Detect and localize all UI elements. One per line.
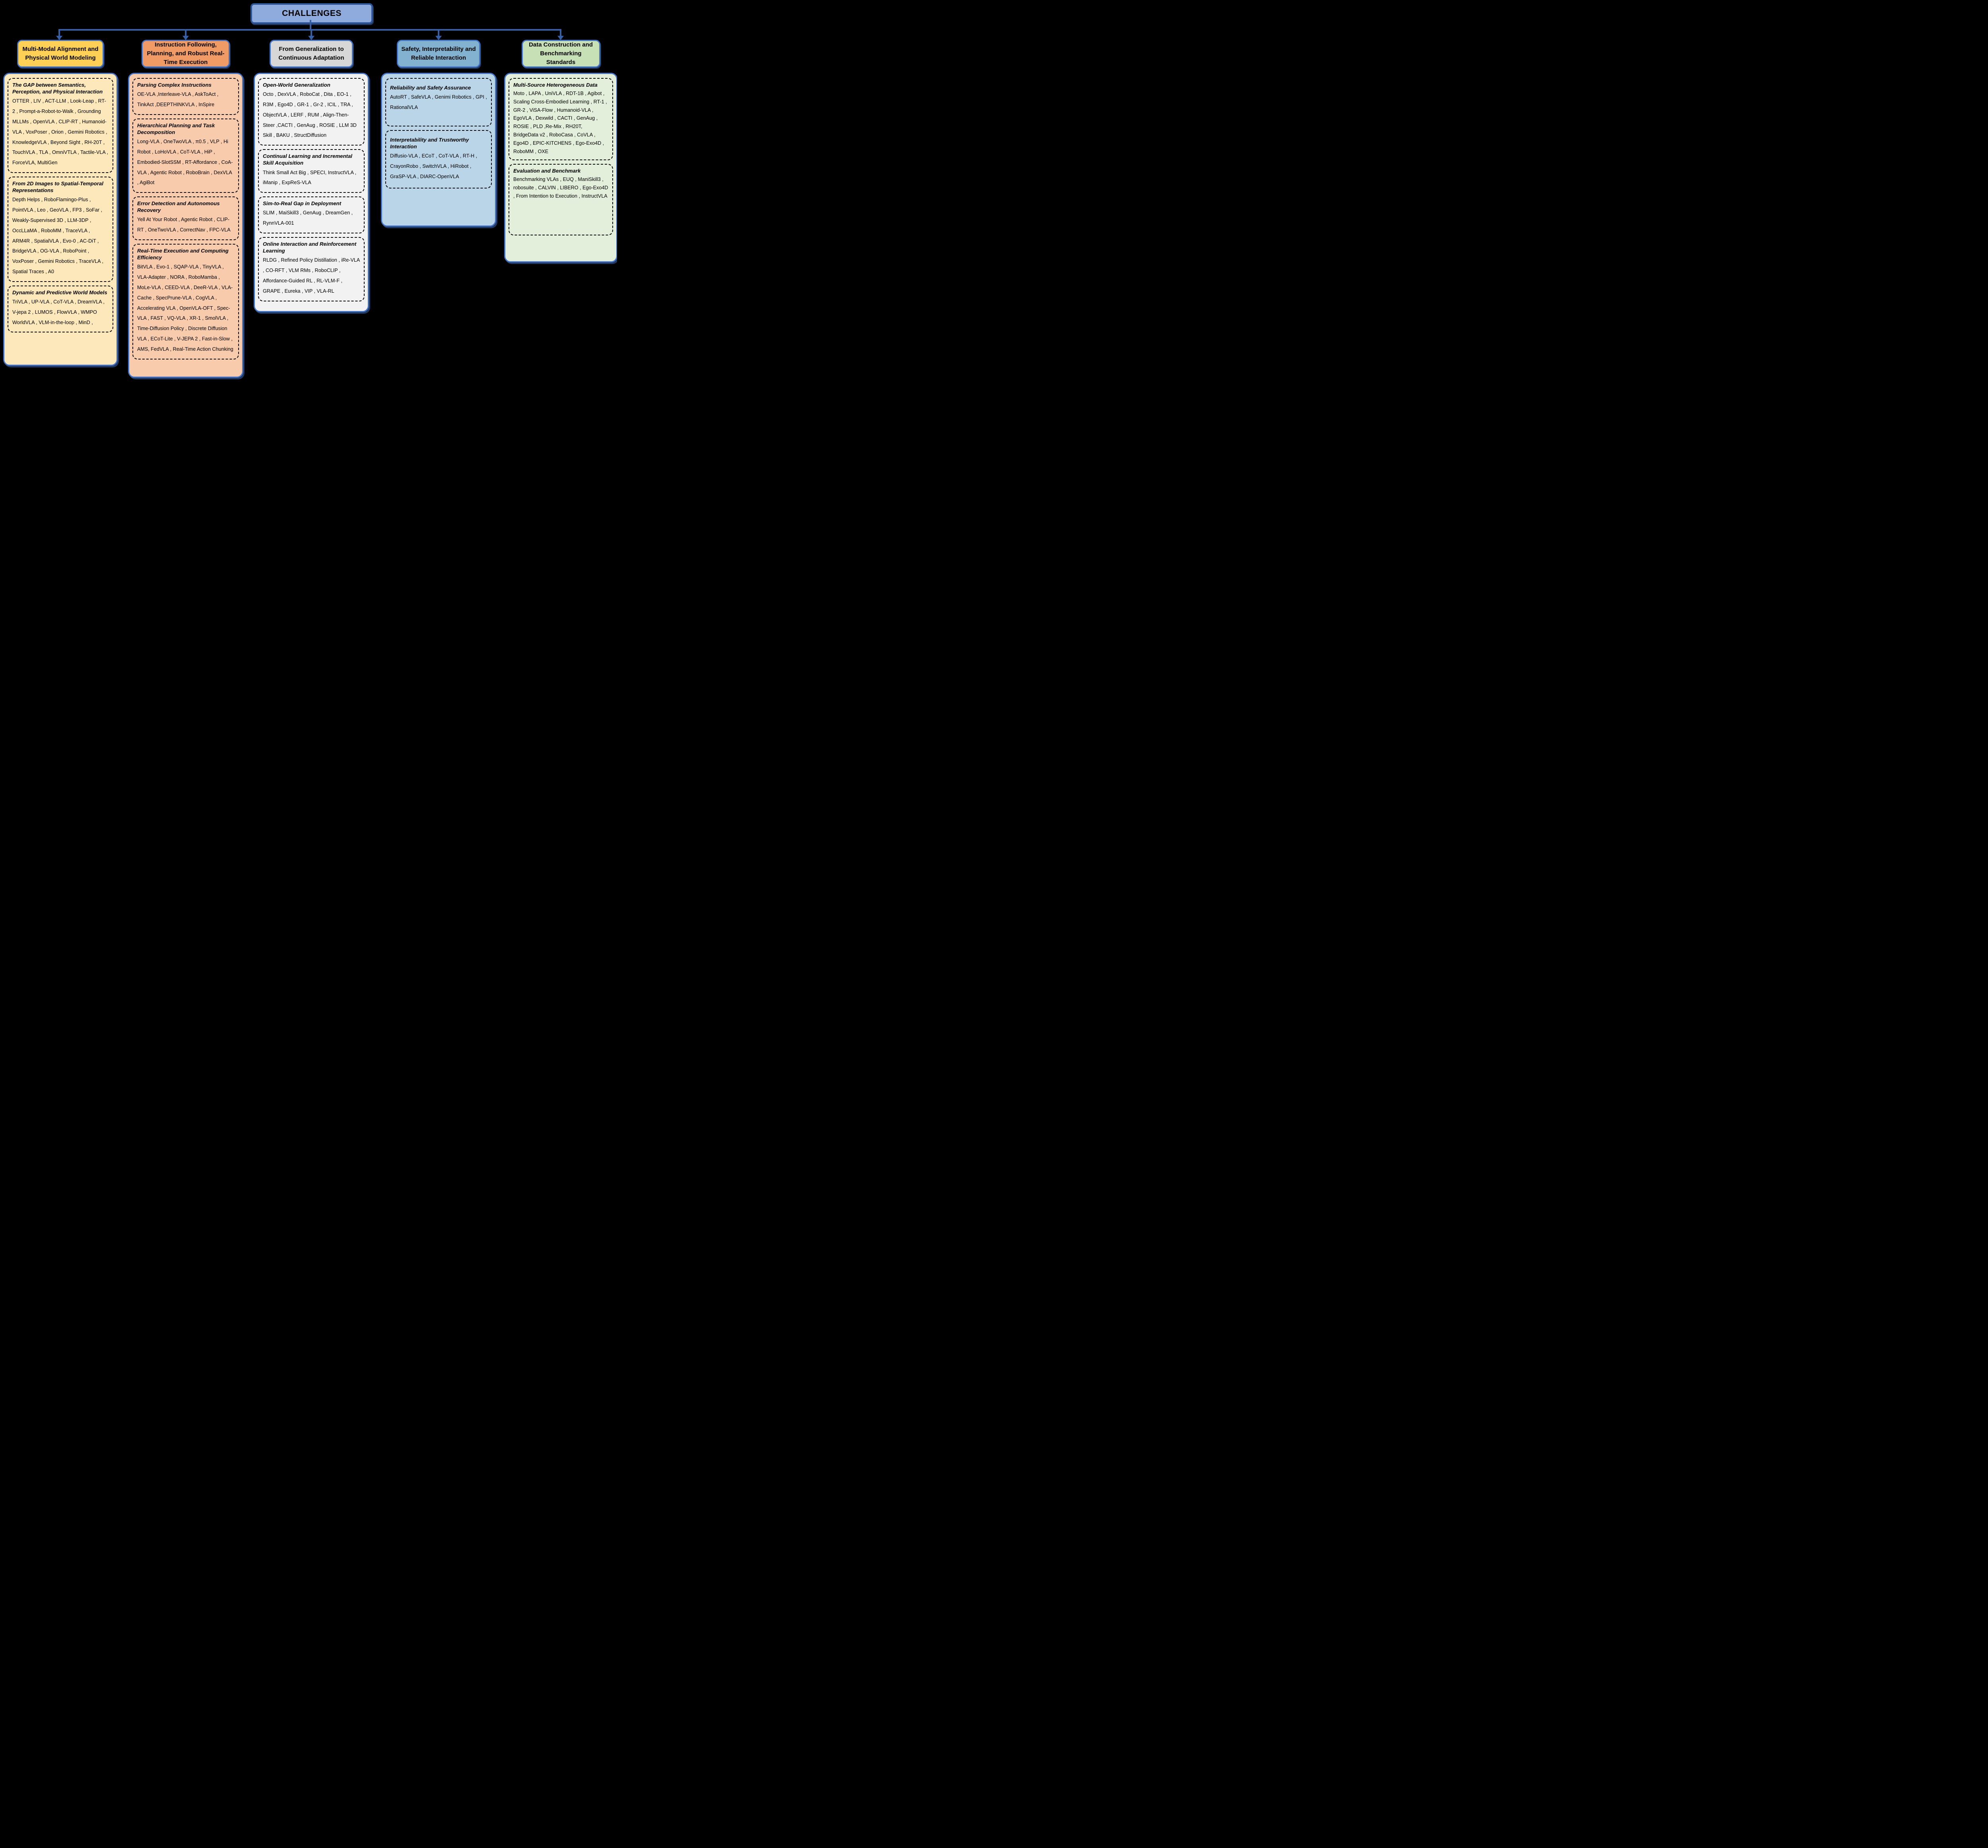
topic-box: Open-World Generalization Octo , DexVLA … [258,78,365,146]
topic-items: OE-VLA ,Interleave-VLA , AskToAct , Tink… [137,91,219,107]
column-header: From Generalization to Continuous Adapta… [270,40,353,68]
topic-box: Online Interaction and Reinforcement Lea… [258,237,365,301]
challenge-column: Data Construction and Benchmarking Stand… [504,40,617,262]
topic-box: Dynamic and Predictive World Models TriV… [8,285,113,333]
column-header: Multi-Modal Alignment and Physical World… [17,40,104,68]
column-body: Multi-Source Heterogeneous Data Moto , L… [504,73,617,262]
challenge-column: Instruction Following, Planning, and Rob… [128,40,243,378]
connector-drop [185,29,186,37]
topic-box: Multi-Source Heterogeneous Data Moto , L… [509,78,613,161]
diagram-title-label: CHALLENGES [282,9,342,18]
topic-box: The GAP between Semantics, Perception, a… [8,78,113,173]
topic-items: Benchmarking VLAs , EUQ , ManiSkill3 , r… [513,177,608,199]
column-header-label: From Generalization to Continuous Adapta… [278,46,344,61]
challenge-column: Safety, Interpretability and Reliable In… [381,40,496,227]
topic-title: Hierarchical Planning and Task Decomposi… [137,122,215,135]
column-header: Data Construction and Benchmarking Stand… [521,40,600,68]
topic-title: Open-World Generalization [263,82,330,88]
connector-drop [58,29,60,37]
topic-items: AutoRT , SafeVLA , Genimi Robotics , GPI… [390,94,487,110]
arrow-down-icon [182,36,189,40]
topic-box: Parsing Complex Instructions OE-VLA ,Int… [132,78,239,115]
topic-title: Dynamic and Predictive World Models [12,289,107,295]
topic-items: TriVLA , UP-VLA , CoT-VLA , DreamVLA , V… [12,299,105,325]
topic-items: RLDG , Refined Policy Distillation , iRe… [263,257,360,294]
topic-items: Yell At Your Robot , Agentic Robot , CLI… [137,217,231,233]
column-body: The GAP between Semantics, Perception, a… [3,73,118,366]
diagram-title: CHALLENGES [250,3,373,24]
topic-items: BitVLA , Evo-1 , SQAP-VLA , TinyVLA , VL… [137,264,233,352]
topic-box: From 2D Images to Spatial-Temporal Repre… [8,177,113,282]
connector-drop [438,29,439,37]
arrow-down-icon [308,36,315,40]
topic-title: Real-Time Execution and Computing Effici… [137,248,229,261]
topic-box: Reliability and Safety Assurance AutoRT … [385,78,492,126]
challenge-column: From Generalization to Continuous Adapta… [254,40,369,312]
connector-stem [310,20,311,30]
column-body: Reliability and Safety Assurance AutoRT … [381,73,496,227]
column-header-label: Multi-Modal Alignment and Physical World… [22,46,99,61]
challenge-column: Multi-Modal Alignment and Physical World… [3,40,118,366]
topic-box: Continual Learning and Incremental Skill… [258,149,365,193]
column-header-label: Safety, Interpretability and Reliable In… [401,46,476,61]
topic-title: Multi-Source Heterogeneous Data [513,82,598,88]
topic-items: Diffusio-VLA , ECoT , CoT-VLA , RT-H , C… [390,153,478,179]
connector-drop [560,29,561,37]
topic-box: Sim-to-Real Gap in Deployment SLIM , Mai… [258,196,365,233]
column-header-label: Instruction Following, Planning, and Rob… [147,41,225,66]
topic-title: Sim-to-Real Gap in Deployment [263,200,342,207]
column-header: Safety, Interpretability and Reliable In… [397,40,480,68]
arrow-down-icon [56,36,62,40]
topic-box: Interpretability and Trustworthy Interac… [385,130,492,188]
topic-box: Evaluation and Benchmark Benchmarking VL… [509,164,613,236]
topic-box: Real-Time Execution and Computing Effici… [132,244,239,359]
arrow-down-icon [435,36,442,40]
topic-items: OTTER , LIV , ACT-LLM , Look-Leap , RT-2… [12,98,109,166]
challenges-diagram: CHALLENGES Multi-Modal Alignment and Phy… [0,0,617,383]
topic-items: Long-VLA , OneTwoVLA , π0.5 , VLP , Hi R… [137,139,233,186]
topic-title: Evaluation and Benchmark [513,168,581,174]
connector-drop [311,29,312,37]
topic-title: Interpretability and Trustworthy Interac… [390,137,469,150]
topic-title: Error Detection and Autonomous Recovery [137,200,220,214]
column-header-label: Data Construction and Benchmarking Stand… [529,41,593,66]
column-body: Parsing Complex Instructions OE-VLA ,Int… [128,73,243,378]
connector-horizontal-line [59,29,561,31]
topic-items: Depth Helps , RoboFlamingo-Plus , PointV… [12,197,103,274]
topic-box: Error Detection and Autonomous Recovery … [132,196,239,241]
arrow-down-icon [557,36,564,40]
topic-title: The GAP between Semantics, Perception, a… [12,82,103,95]
topic-items: Octo , DexVLA , RoboCat , Dita , EO-1 , … [263,91,357,138]
topic-items: Think Small Act Big , SPECI, InstructVLA… [263,169,357,186]
topic-items: SLIM , MaiSkill3 , GenAug , DreamGen , R… [263,210,353,226]
topic-title: From 2D Images to Spatial-Temporal Repre… [12,181,103,194]
column-header: Instruction Following, Planning, and Rob… [142,40,230,68]
topic-title: Parsing Complex Instructions [137,82,212,88]
topic-title: Continual Learning and Incremental Skill… [263,153,352,166]
topic-title: Reliability and Safety Assurance [390,85,471,91]
column-body: Open-World Generalization Octo , DexVLA … [254,73,369,312]
topic-items: Moto , LAPA , UniVLA , RDT-1B , Agibot ,… [513,91,607,154]
topic-box: Hierarchical Planning and Task Decomposi… [132,118,239,193]
topic-title: Online Interaction and Reinforcement Lea… [263,241,357,254]
